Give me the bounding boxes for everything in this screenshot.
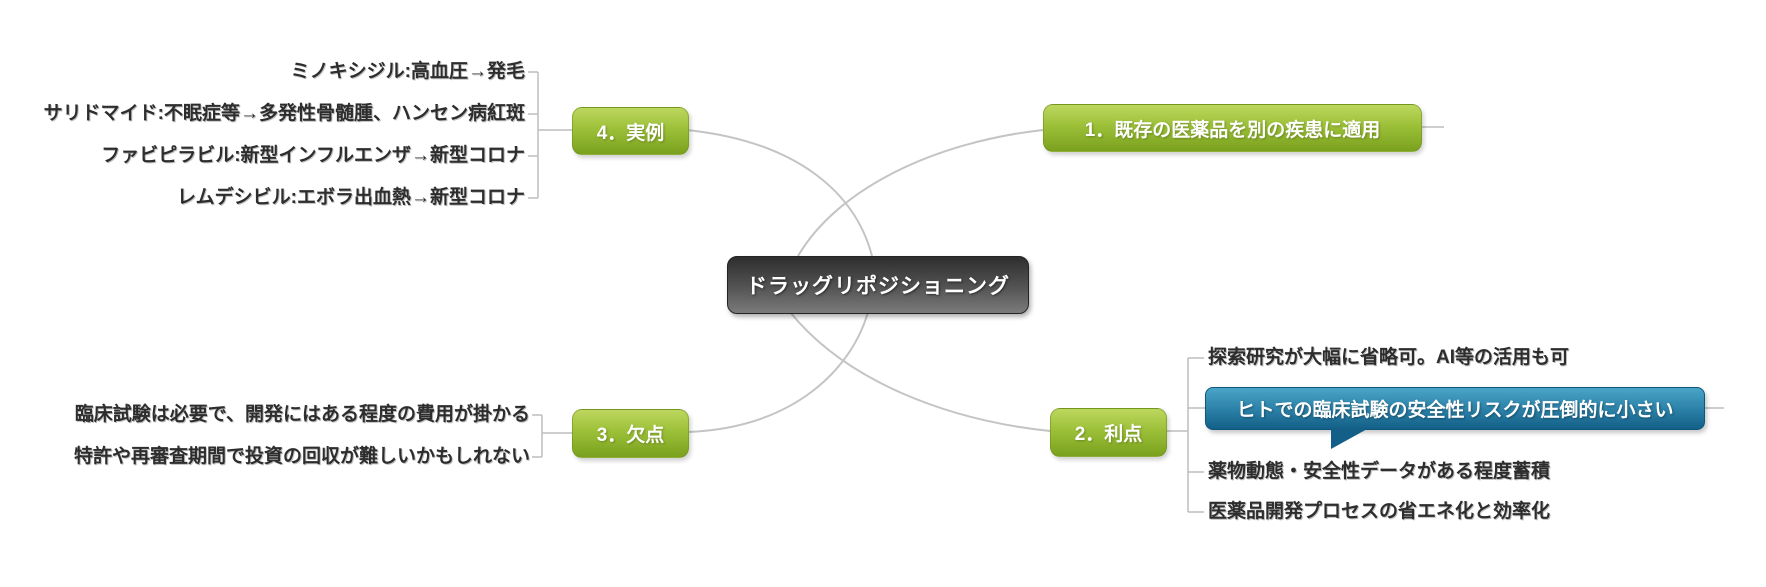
bracket-topic4 <box>528 71 572 199</box>
topic-1-label: 1．既存の医薬品を別の疾患に適用 <box>1084 119 1381 141</box>
curve-topic1 <box>797 129 1044 257</box>
central-topic-label: ドラッグリポジショニング <box>746 275 1010 298</box>
subtopic-drawback-cost[interactable]: 臨床試験は必要で、開発にはある程度の費用が掛かる <box>74 404 530 425</box>
subtopic-merit-data[interactable]: 薬物動態・安全性データがある程度蓄積 <box>1208 461 1551 482</box>
callout-safety-risk[interactable]: ヒトでの臨床試験の安全性リスクが圧倒的に小さい <box>1205 387 1705 449</box>
callout-tail <box>1331 428 1369 449</box>
topic-4-label: 4．実例 <box>596 122 665 144</box>
callout-safety-risk-label: ヒトでの臨床試験の安全性リスクが圧倒的に小さい <box>1236 400 1674 421</box>
topic-3-label: 3．欠点 <box>596 425 665 446</box>
curve-topic3 <box>686 311 869 433</box>
topic-node-4[interactable]: 4．実例 <box>572 107 689 155</box>
curve-topic4 <box>686 129 873 257</box>
topic-2-label: 2．利点 <box>1074 424 1143 445</box>
subtopic-example-remdesivir[interactable]: レムデシビル:エボラ出血熱→新型コロナ <box>177 187 525 208</box>
bracket-topic2 <box>1165 357 1205 513</box>
topic-node-2[interactable]: 2．利点 <box>1050 408 1167 457</box>
subtopic-example-thalidomide[interactable]: サリドマイド:不眠症等→多発性骨髄腫、ハンセン病紅斑 <box>43 103 525 124</box>
topic-node-1[interactable]: 1．既存の医薬品を別の疾患に適用 <box>1043 104 1422 152</box>
topic-node-3[interactable]: 3．欠点 <box>572 409 689 458</box>
central-topic-node[interactable]: ドラッグリポジショニング <box>727 256 1029 314</box>
bracket-topic3 <box>532 414 572 458</box>
subtopic-example-favipiravir[interactable]: ファビピラビル:新型インフルエンザ→新型コロナ <box>101 145 525 166</box>
subtopic-example-minoxidil[interactable]: ミノキシジル:高血圧→発毛 <box>290 61 525 82</box>
subtopic-drawback-patent[interactable]: 特許や再審査期間で投資の回収が難しいかもしれない <box>73 446 530 467</box>
curve-topic2 <box>789 311 1051 432</box>
subtopic-merit-research[interactable]: 探索研究が大幅に省略可。AI等の活用も可 <box>1208 347 1570 368</box>
subtopic-merit-efficiency[interactable]: 医薬品開発プロセスの省エネ化と効率化 <box>1208 501 1551 522</box>
